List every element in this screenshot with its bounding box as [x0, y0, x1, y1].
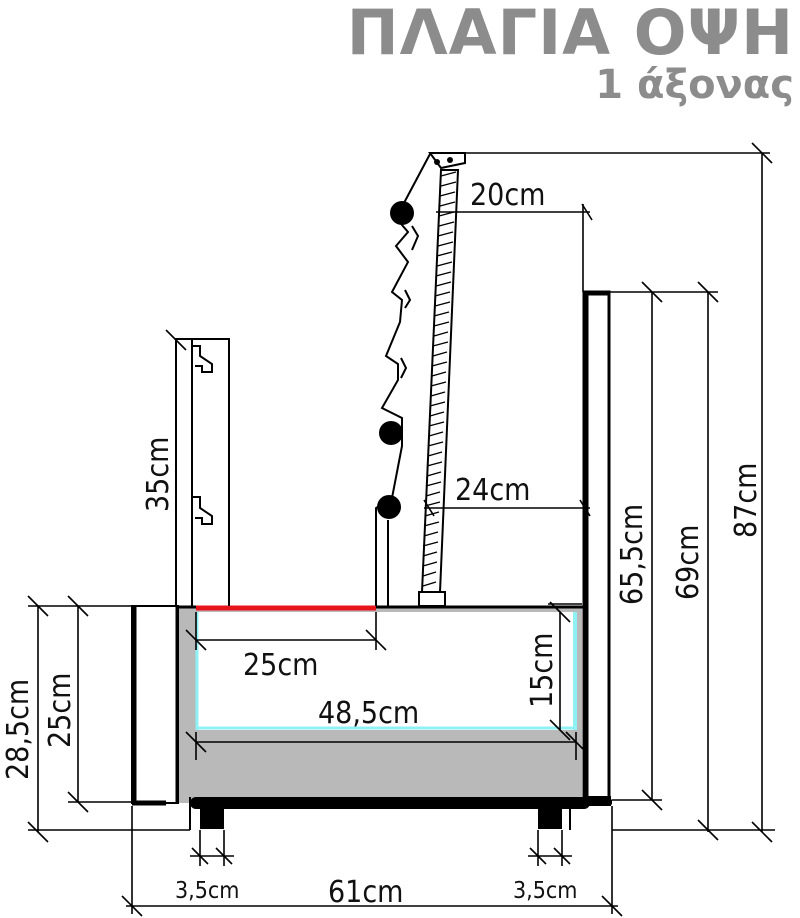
dim-3-5cm-right: 3,5cm: [513, 878, 577, 904]
dim-20cm: 20cm: [470, 178, 545, 213]
front-guard: [175, 338, 230, 606]
dim-69cm: 69cm: [671, 525, 706, 600]
dimension-lines: [27, 142, 775, 917]
dim-28-5cm: 28,5cm: [1, 679, 36, 780]
dim-3-5cm-left: 3,5cm: [175, 878, 239, 904]
dim-35cm: 35cm: [141, 437, 176, 512]
shelf-support-bracket: [375, 153, 431, 606]
dim-25cm-left: 25cm: [43, 673, 78, 748]
rear-column: [568, 290, 612, 806]
dim-87cm: 87cm: [729, 463, 764, 538]
dim-61cm: 61cm: [328, 875, 403, 910]
upper-shelf-assembly: [375, 152, 466, 608]
dim-24cm: 24cm: [455, 473, 530, 508]
dim-65-5cm: 65,5cm: [615, 504, 650, 605]
page-subtitle: 1 άξονας: [595, 62, 794, 108]
foot-left: [200, 805, 224, 829]
dim-15cm: 15cm: [525, 633, 560, 708]
base-rail: [190, 797, 590, 809]
dim-48-5cm: 48,5cm: [318, 696, 419, 731]
glass-panel: [420, 169, 460, 593]
roller-top: [390, 201, 414, 225]
dimension-labels: 20cm 24cm 25cm 48,5cm 3,5cm 3,5cm 61cm 3…: [1, 178, 764, 910]
dim-25cm-top: 25cm: [243, 648, 318, 683]
roller-bottom: [377, 495, 401, 519]
foot-right: [538, 805, 562, 829]
roller-middle: [379, 421, 403, 445]
inner-tray: [196, 612, 576, 730]
front-panel: [131, 605, 179, 804]
page-title: ΠΛΑΓΙΑ ΟΨΗ: [346, 0, 794, 69]
